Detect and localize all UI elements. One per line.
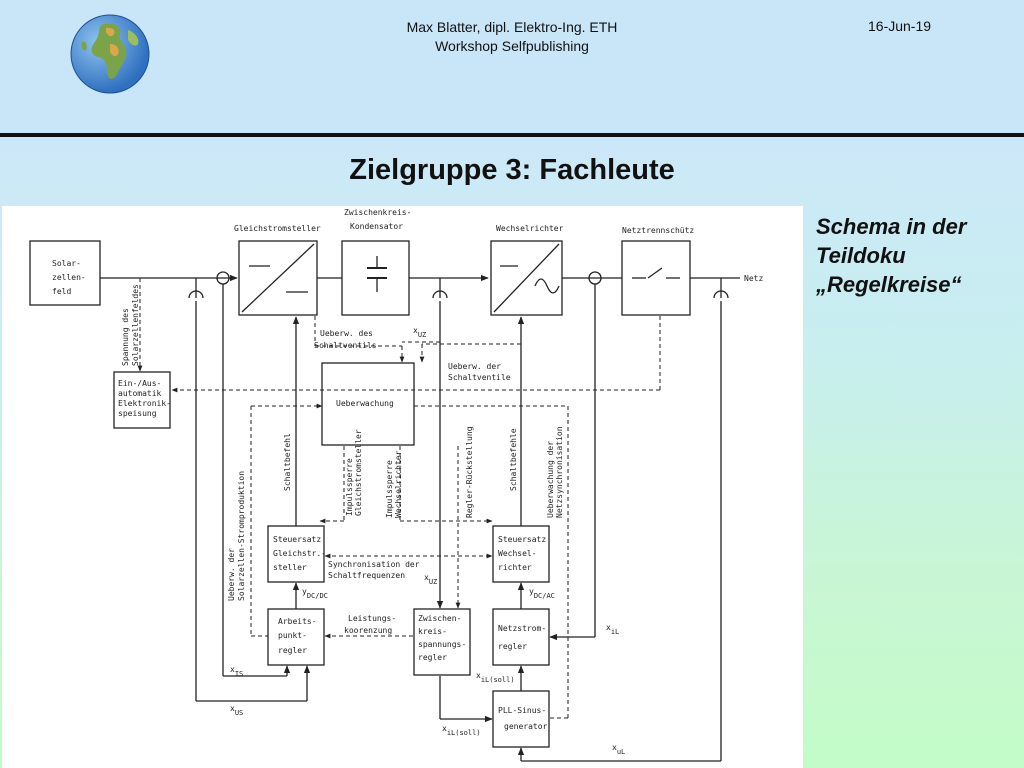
grid-current-label-2: regler <box>498 642 527 651</box>
side-note: Schema in der Teildoku „Regelkreise“ <box>816 212 1016 299</box>
switch-commands-label: Schaltbefehle <box>509 428 518 491</box>
inv-modulator-label-1: Steuersatz <box>498 535 546 544</box>
inverter-block <box>490 240 563 316</box>
header-divider <box>0 133 1024 137</box>
sync-label-2: Schaltfrequenzen <box>328 571 405 580</box>
op-point-label-2: punkt- <box>278 631 307 640</box>
op-point-label-3: regler <box>278 646 307 655</box>
solar-field-label-3: feld <box>52 287 71 296</box>
grid-label: Netz <box>744 274 763 283</box>
slide-title: Zielgruppe 3: Fachleute <box>349 154 675 186</box>
control-loop-diagram: Solar- zellen- feld Gleichstromsteller Z… <box>2 206 803 768</box>
inv-modulator-label-2: Wechsel- <box>498 549 537 558</box>
solar-production-label-2: Solarzellen-Stromproduktion <box>237 471 246 601</box>
grid-contactor-block <box>621 240 691 316</box>
header-info: Max Blatter, dipl. Elektro-Ing. ETH Work… <box>312 18 712 56</box>
date-label: 16-Jun-19 <box>868 18 932 34</box>
pulse-block-dc-label-1: Impulssperre <box>345 458 354 516</box>
controller-reset-label: Regler-Rückstellung <box>465 426 474 518</box>
solar-voltage-label-2: Solarzellenfeldes <box>131 284 140 366</box>
on-off-label-2: automatik <box>118 389 162 398</box>
pulse-block-inv-label-1: Impulssperre <box>385 460 394 518</box>
power-limit-label-1: Leistungs- <box>348 614 396 623</box>
x-uz-mid-label: xUZ <box>424 573 437 586</box>
workshop-line: Workshop Selfpublishing <box>435 38 589 54</box>
x-il-label: xiL <box>606 623 619 636</box>
valve-monitor-label-1: Ueberw. des <box>320 329 373 338</box>
dc-link-ctrl-label-1: Zwischen- <box>418 614 461 623</box>
dc-link-ctrl-label-4: regler <box>418 653 447 662</box>
valves-monitor-label-1: Ueberw. der <box>448 362 501 371</box>
monitoring-label: Ueberwachung <box>336 399 394 408</box>
dc-modulator-label-2: Gleichstr.- <box>273 549 326 558</box>
inv-modulator-label-3: richter <box>498 563 532 572</box>
globe-icon <box>70 14 150 94</box>
inverter-diagonal <box>493 243 560 313</box>
solar-field-block <box>29 240 101 306</box>
author-line: Max Blatter, dipl. Elektro-Ing. ETH <box>406 19 618 35</box>
side-note-line-2: Teildoku <box>816 243 906 268</box>
x-il-soll2-label: xiL(soll) <box>442 724 481 737</box>
pll-label-2: generator <box>504 722 548 731</box>
sync-label-1: Synchronisation der <box>328 560 420 569</box>
x-il-soll-label: xiL(soll) <box>476 671 515 684</box>
dc-dc-converter-block <box>238 240 318 316</box>
on-off-automatic-block <box>113 371 171 429</box>
block-diagram-svg: Solar- zellen- feld Gleichstromsteller Z… <box>29 208 763 762</box>
dc-dc-diagonal <box>241 243 315 313</box>
grid-current-controller-block <box>492 608 550 666</box>
pll-label-1: PLL-Sinus- <box>498 706 546 715</box>
on-off-label-3: Elektronik- <box>118 399 171 408</box>
dc-link-capacitor-block <box>341 240 410 316</box>
dc-link-ctrl-label-3: spannungs- <box>418 640 466 649</box>
solar-production-label-1: Ueberw. der <box>227 548 236 601</box>
x-us-label: xUS <box>230 704 243 717</box>
switch-command-label: Schaltbefehl <box>283 433 292 491</box>
solar-field-label-1: Solar- <box>52 259 81 268</box>
solar-field-label-2: zellen- <box>52 273 86 282</box>
grid-current-label-1: Netzstrom- <box>498 624 546 633</box>
x-is-label: xIS <box>230 665 243 678</box>
inverter-label: Wechselrichter <box>496 224 564 233</box>
x-uz-top-label: xUZ <box>413 326 426 339</box>
y-dcdc-label: yDC/DC <box>302 587 328 600</box>
dc-modulator-label-1: Steuersatz <box>273 535 321 544</box>
header-band <box>0 0 1024 133</box>
valve-monitor-label-2: Schaltventils <box>314 341 377 350</box>
pulse-block-dc-label-2: Gleichstromsteller <box>354 429 363 516</box>
dc-link-label-2: Kondensator <box>350 222 403 231</box>
grid-contactor-label: Netztrennschütz <box>622 226 694 235</box>
valves-monitor-label-2: Schaltventile <box>448 373 511 382</box>
dc-link-voltage-controller-block <box>413 608 471 676</box>
side-note-line-1: Schema in der <box>816 214 967 239</box>
dc-modulator-label-3: steller <box>273 563 307 572</box>
dc-dc-converter-label: Gleichstromsteller <box>234 224 321 233</box>
y-dcac-label: yDC/AC <box>529 587 555 600</box>
dc-link-ctrl-label-2: kreis- <box>418 627 447 636</box>
pulse-block-inv-label-2: Wechselrichter <box>394 450 403 518</box>
on-off-label-4: speisung <box>118 409 157 418</box>
solar-voltage-label-1: Spannung des <box>121 308 130 366</box>
pll-generator-block <box>492 690 550 748</box>
on-off-label-1: Ein-/Aus- <box>118 379 161 388</box>
grid-sync-label-1: Ueberwachung der <box>546 441 555 518</box>
side-note-line-3: „Regelkreise“ <box>816 272 962 297</box>
op-point-label-1: Arbeits- <box>278 617 317 626</box>
dc-link-label-1: Zwischenkreis- <box>344 208 411 217</box>
grid-sync-label-2: Netzsynchronisation <box>555 426 564 518</box>
x-ul-label: xuL <box>612 743 625 756</box>
power-limit-label-2: koorenzung <box>344 626 392 635</box>
